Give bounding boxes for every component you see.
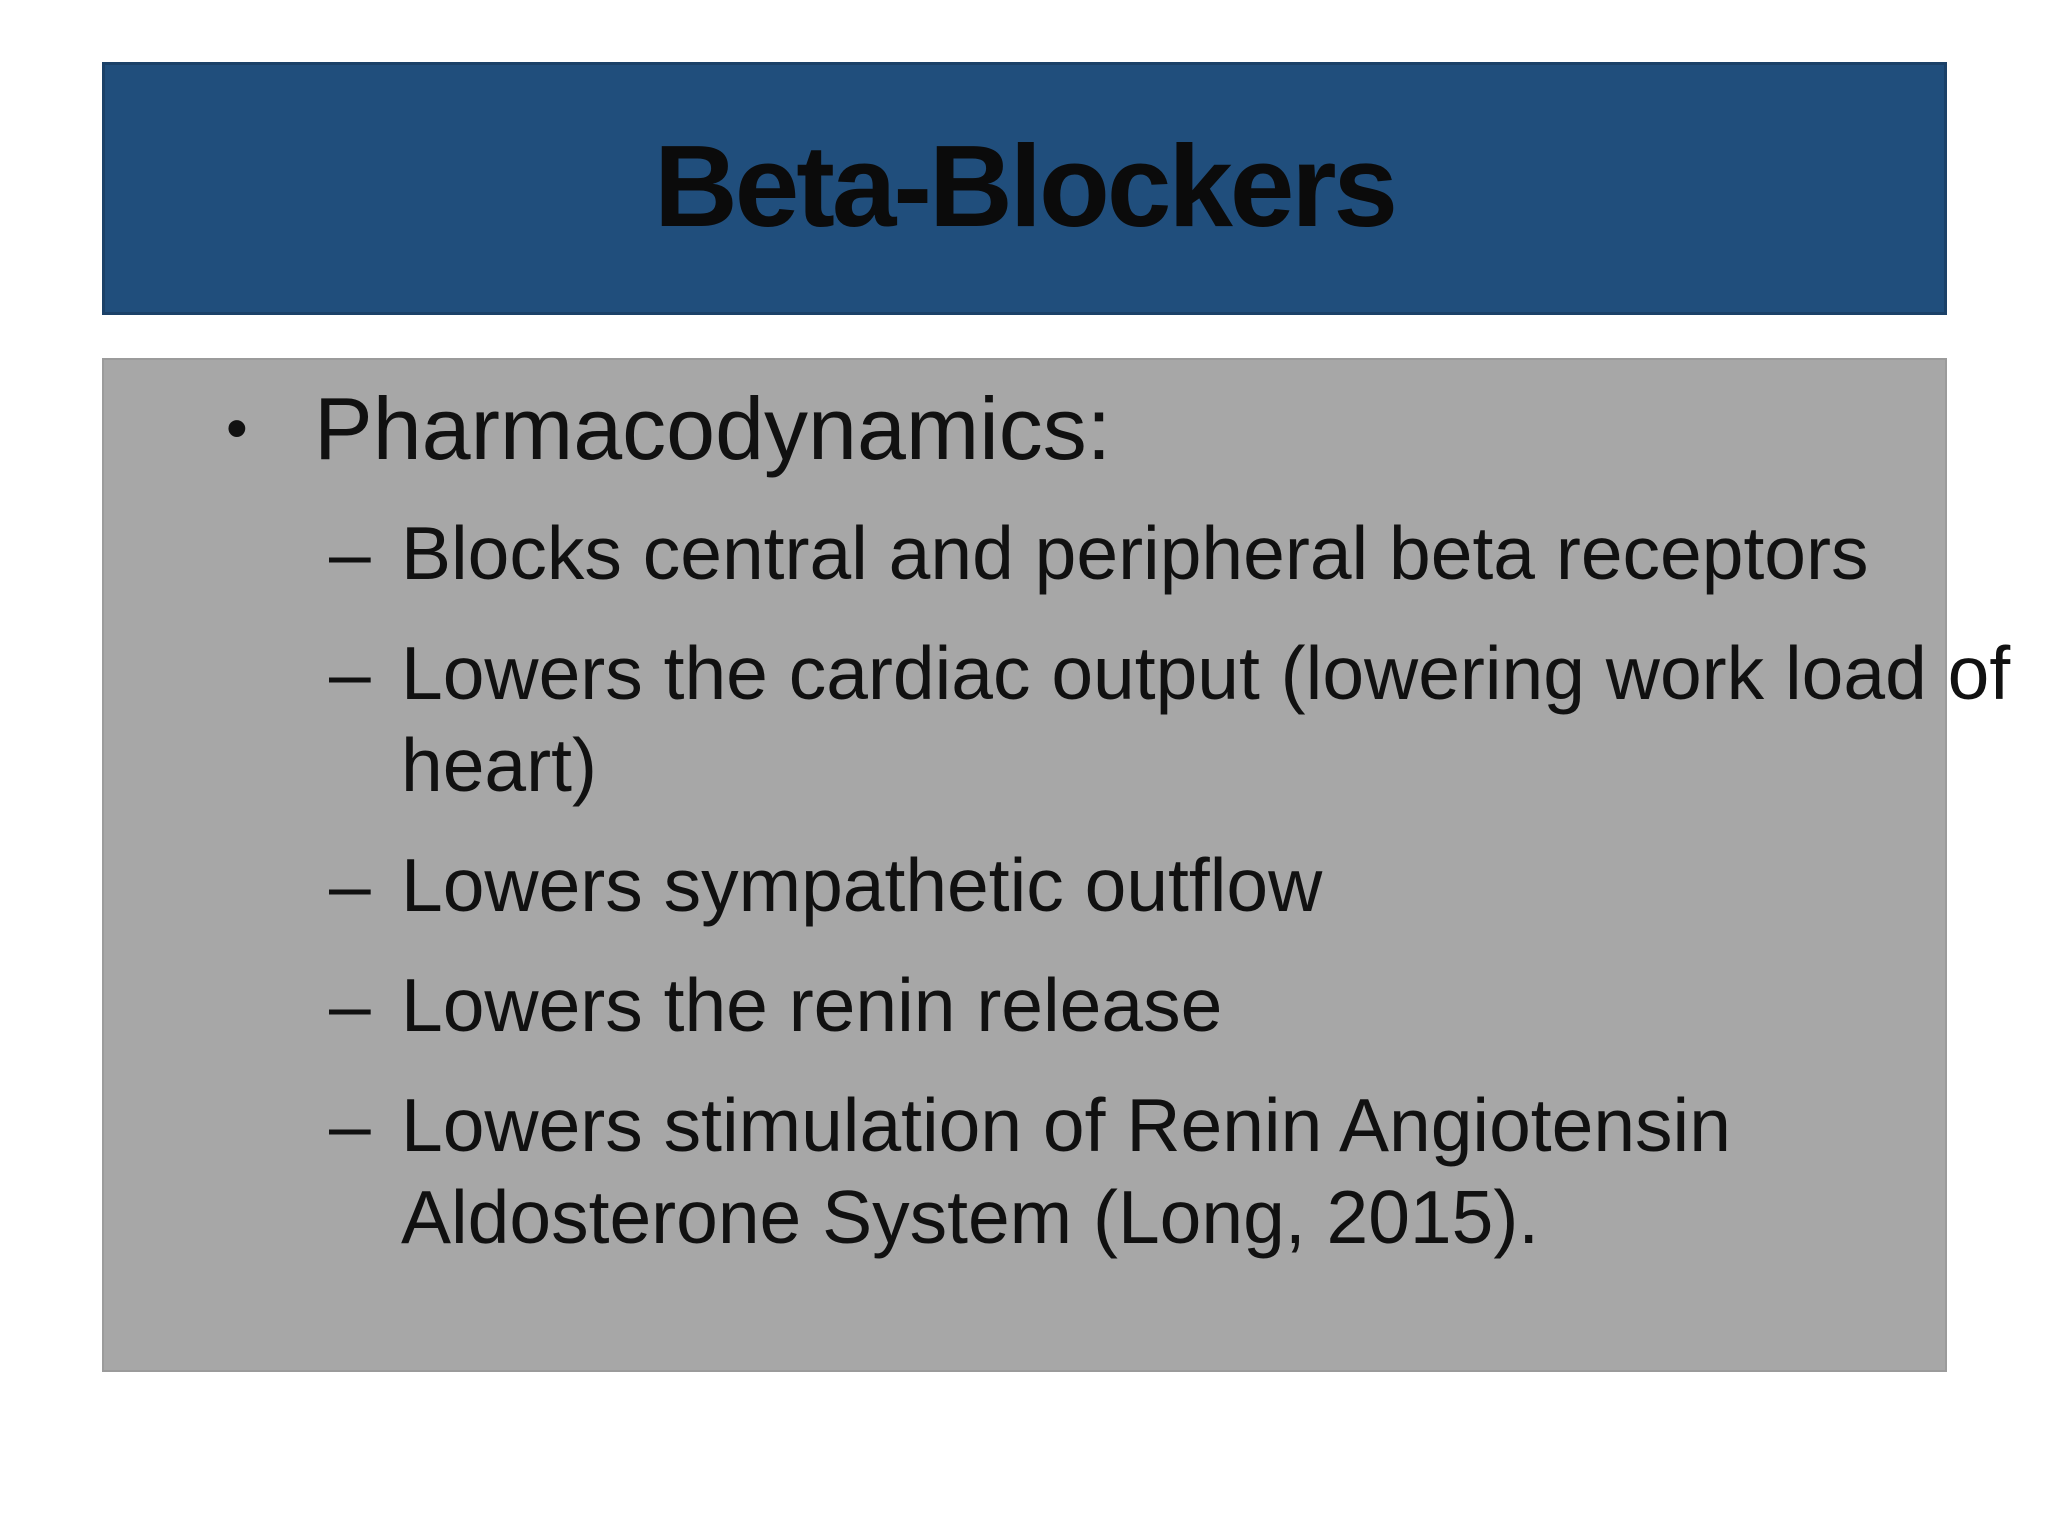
list-item-text: Blocks central and peripheral beta recep… xyxy=(401,507,1868,599)
dash-bullet-icon: – xyxy=(329,843,371,927)
list-item: – Lowers the renin release xyxy=(104,959,1945,1051)
slide-title: Beta-Blockers xyxy=(653,120,1398,251)
dash-bullet-icon: – xyxy=(329,631,371,715)
bullet-list: – Blocks central and peripheral beta rec… xyxy=(104,507,2010,1263)
list-item-text: Lowers sympathetic outflow xyxy=(401,839,1322,931)
list-item-line: heart) xyxy=(401,723,597,807)
title-bar: Beta-Blockers xyxy=(102,62,1947,315)
list-item-line: Lowers the cardiac output (lowering work… xyxy=(401,631,2011,715)
list-item-line: Blocks central and peripheral beta recep… xyxy=(401,511,1869,595)
list-item-line: Lowers stimulation of Renin Angiotensin xyxy=(401,1083,1731,1167)
list-item-line: Lowers sympathetic outflow xyxy=(401,843,1323,927)
list-item-text: Lowers stimulation of Renin Angiotensin … xyxy=(401,1079,1731,1263)
list-item: – Lowers sympathetic outflow xyxy=(104,839,1945,931)
list-item-text: Lowers the cardiac output (lowering work… xyxy=(401,627,2010,811)
list-item-line: Lowers the renin release xyxy=(401,963,1223,1047)
list-item-text: Pharmacodynamics: xyxy=(314,379,1112,478)
content-box: • Pharmacodynamics: – Blocks central and… xyxy=(102,358,2010,1372)
list-item: – Lowers stimulation of Renin Angiotensi… xyxy=(104,1079,1945,1263)
list-item: – Blocks central and peripheral beta rec… xyxy=(104,507,1945,599)
list-item: – Lowers the cardiac output (lowering wo… xyxy=(104,627,2010,811)
list-item-line: Aldosterone System (Long, 2015). xyxy=(401,1175,1540,1259)
list-item-level1: • Pharmacodynamics: xyxy=(104,377,1945,481)
dash-bullet-icon: – xyxy=(329,511,371,595)
list-item-text: Lowers the renin release xyxy=(401,959,1222,1051)
dash-bullet-icon: – xyxy=(329,963,371,1047)
dash-bullet-icon: – xyxy=(329,1083,371,1167)
bullet-dot-icon: • xyxy=(226,394,248,463)
